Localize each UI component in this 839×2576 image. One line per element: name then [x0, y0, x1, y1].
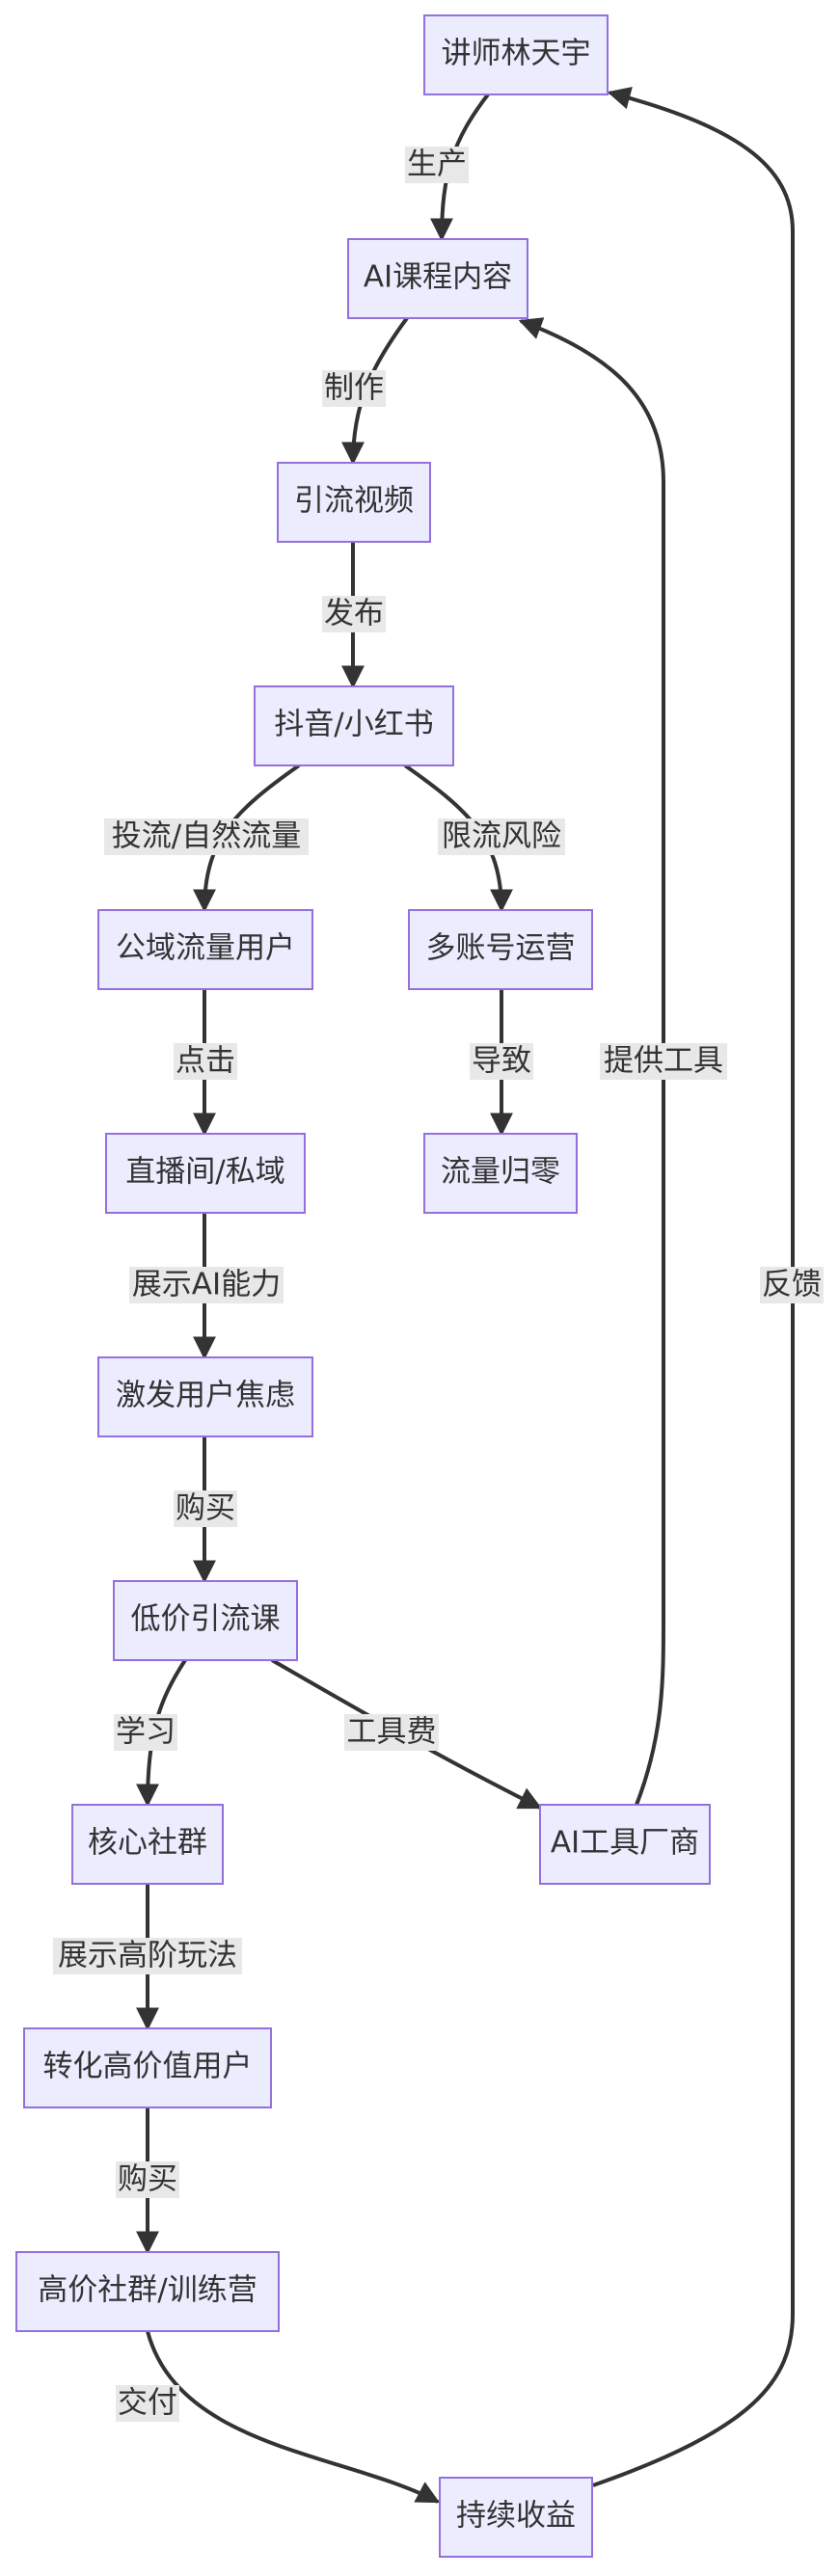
- node-revenue[interactable]: 持续收益: [439, 2477, 593, 2558]
- node-anxiety[interactable]: 激发用户焦虑: [97, 1356, 313, 1437]
- edge-label-learn: 学习: [114, 1714, 177, 1751]
- node-convert[interactable]: 转化高价值用户: [23, 2027, 272, 2108]
- svg-text:公域流量用户: 公域流量用户: [116, 931, 295, 966]
- svg-text:高价社群/训练营: 高价社群/训练营: [38, 2273, 257, 2308]
- edge-vendor-to-course: [518, 317, 665, 1806]
- edge-label-show-ai: 展示AI能力: [129, 1267, 284, 1303]
- edge-revenue-to-lecturer: [592, 86, 795, 2487]
- svg-text:核心社群: 核心社群: [88, 1826, 207, 1861]
- svg-text:投流/自然流量: 投流/自然流量: [112, 819, 301, 854]
- edge-label-cause: 导致: [470, 1043, 533, 1080]
- edge-label-produce: 生产: [405, 147, 469, 183]
- node-camp[interactable]: 高价社群/训练营: [15, 2251, 280, 2332]
- node-live[interactable]: 直播间/私域: [105, 1133, 306, 1214]
- edge-label-click: 点击: [174, 1043, 237, 1080]
- edge-label-tool-fee: 工具费: [344, 1714, 439, 1751]
- svg-text:学习: 学习: [116, 1715, 176, 1750]
- svg-text:直播间/私域: 直播间/私域: [125, 1155, 284, 1190]
- node-core-group[interactable]: 核心社群: [71, 1804, 224, 1885]
- svg-text:工具费: 工具费: [347, 1715, 437, 1750]
- svg-text:持续收益: 持续收益: [456, 2499, 576, 2534]
- svg-text:低价引流课: 低价引流课: [131, 1602, 281, 1637]
- edge-label-show-adv: 展示高阶玩法: [53, 1938, 242, 1974]
- svg-text:反馈: 反馈: [762, 1268, 822, 1302]
- svg-text:AI课程内容: AI课程内容: [364, 260, 512, 295]
- svg-text:转化高价值用户: 转化高价值用户: [43, 2050, 253, 2084]
- edge-label-limit-risk: 限流风险: [438, 818, 565, 855]
- svg-text:点击: 点击: [176, 1044, 235, 1079]
- node-ai-vendor[interactable]: AI工具厂商: [539, 1804, 711, 1885]
- svg-text:制作: 制作: [324, 371, 384, 406]
- edge-label-buy1: 购买: [174, 1490, 237, 1527]
- svg-text:讲师林天宇: 讲师林天宇: [442, 37, 591, 71]
- node-lecturer[interactable]: 讲师林天宇: [423, 14, 609, 95]
- svg-text:发布: 发布: [324, 597, 384, 631]
- svg-text:激发用户焦虑: 激发用户焦虑: [116, 1379, 295, 1413]
- svg-text:展示高阶玩法: 展示高阶玩法: [58, 1939, 237, 1973]
- svg-text:导致: 导致: [472, 1044, 531, 1079]
- edge-label-deliver: 交付: [116, 2385, 179, 2422]
- svg-text:购买: 购买: [118, 2162, 177, 2197]
- svg-text:展示AI能力: 展示AI能力: [132, 1268, 281, 1302]
- node-public-users[interactable]: 公域流量用户: [97, 909, 313, 990]
- svg-text:提供工具: 提供工具: [604, 1044, 723, 1079]
- edge-camp-to-revenue: [146, 2330, 441, 2504]
- svg-text:引流视频: 引流视频: [294, 484, 414, 519]
- svg-text:生产: 生产: [407, 148, 467, 182]
- node-cheap-course[interactable]: 低价引流课: [113, 1580, 298, 1661]
- edge-label-make: 制作: [322, 370, 386, 407]
- node-video[interactable]: 引流视频: [277, 462, 431, 543]
- svg-text:交付: 交付: [118, 2386, 177, 2421]
- svg-text:限流风险: 限流风险: [442, 819, 561, 854]
- svg-text:购买: 购买: [176, 1491, 235, 1526]
- edge-label-publish: 发布: [322, 596, 386, 632]
- edge-label-traffic: 投流/自然流量: [104, 818, 309, 855]
- svg-text:抖音/小红书: 抖音/小红书: [274, 708, 433, 742]
- edge-label-buy2: 购买: [116, 2161, 179, 2198]
- node-platform[interactable]: 抖音/小红书: [254, 685, 454, 766]
- svg-text:多账号运营: 多账号运营: [426, 931, 576, 966]
- node-traffic-zero[interactable]: 流量归零: [423, 1133, 578, 1214]
- svg-text:流量归零: 流量归零: [441, 1155, 560, 1190]
- svg-text:AI工具厂商: AI工具厂商: [551, 1826, 699, 1861]
- edge-label-feedback: 反馈: [760, 1267, 824, 1303]
- node-ai-course[interactable]: AI课程内容: [347, 238, 528, 319]
- node-multi-account[interactable]: 多账号运营: [408, 909, 593, 990]
- edge-label-provide-tools: 提供工具: [600, 1043, 727, 1080]
